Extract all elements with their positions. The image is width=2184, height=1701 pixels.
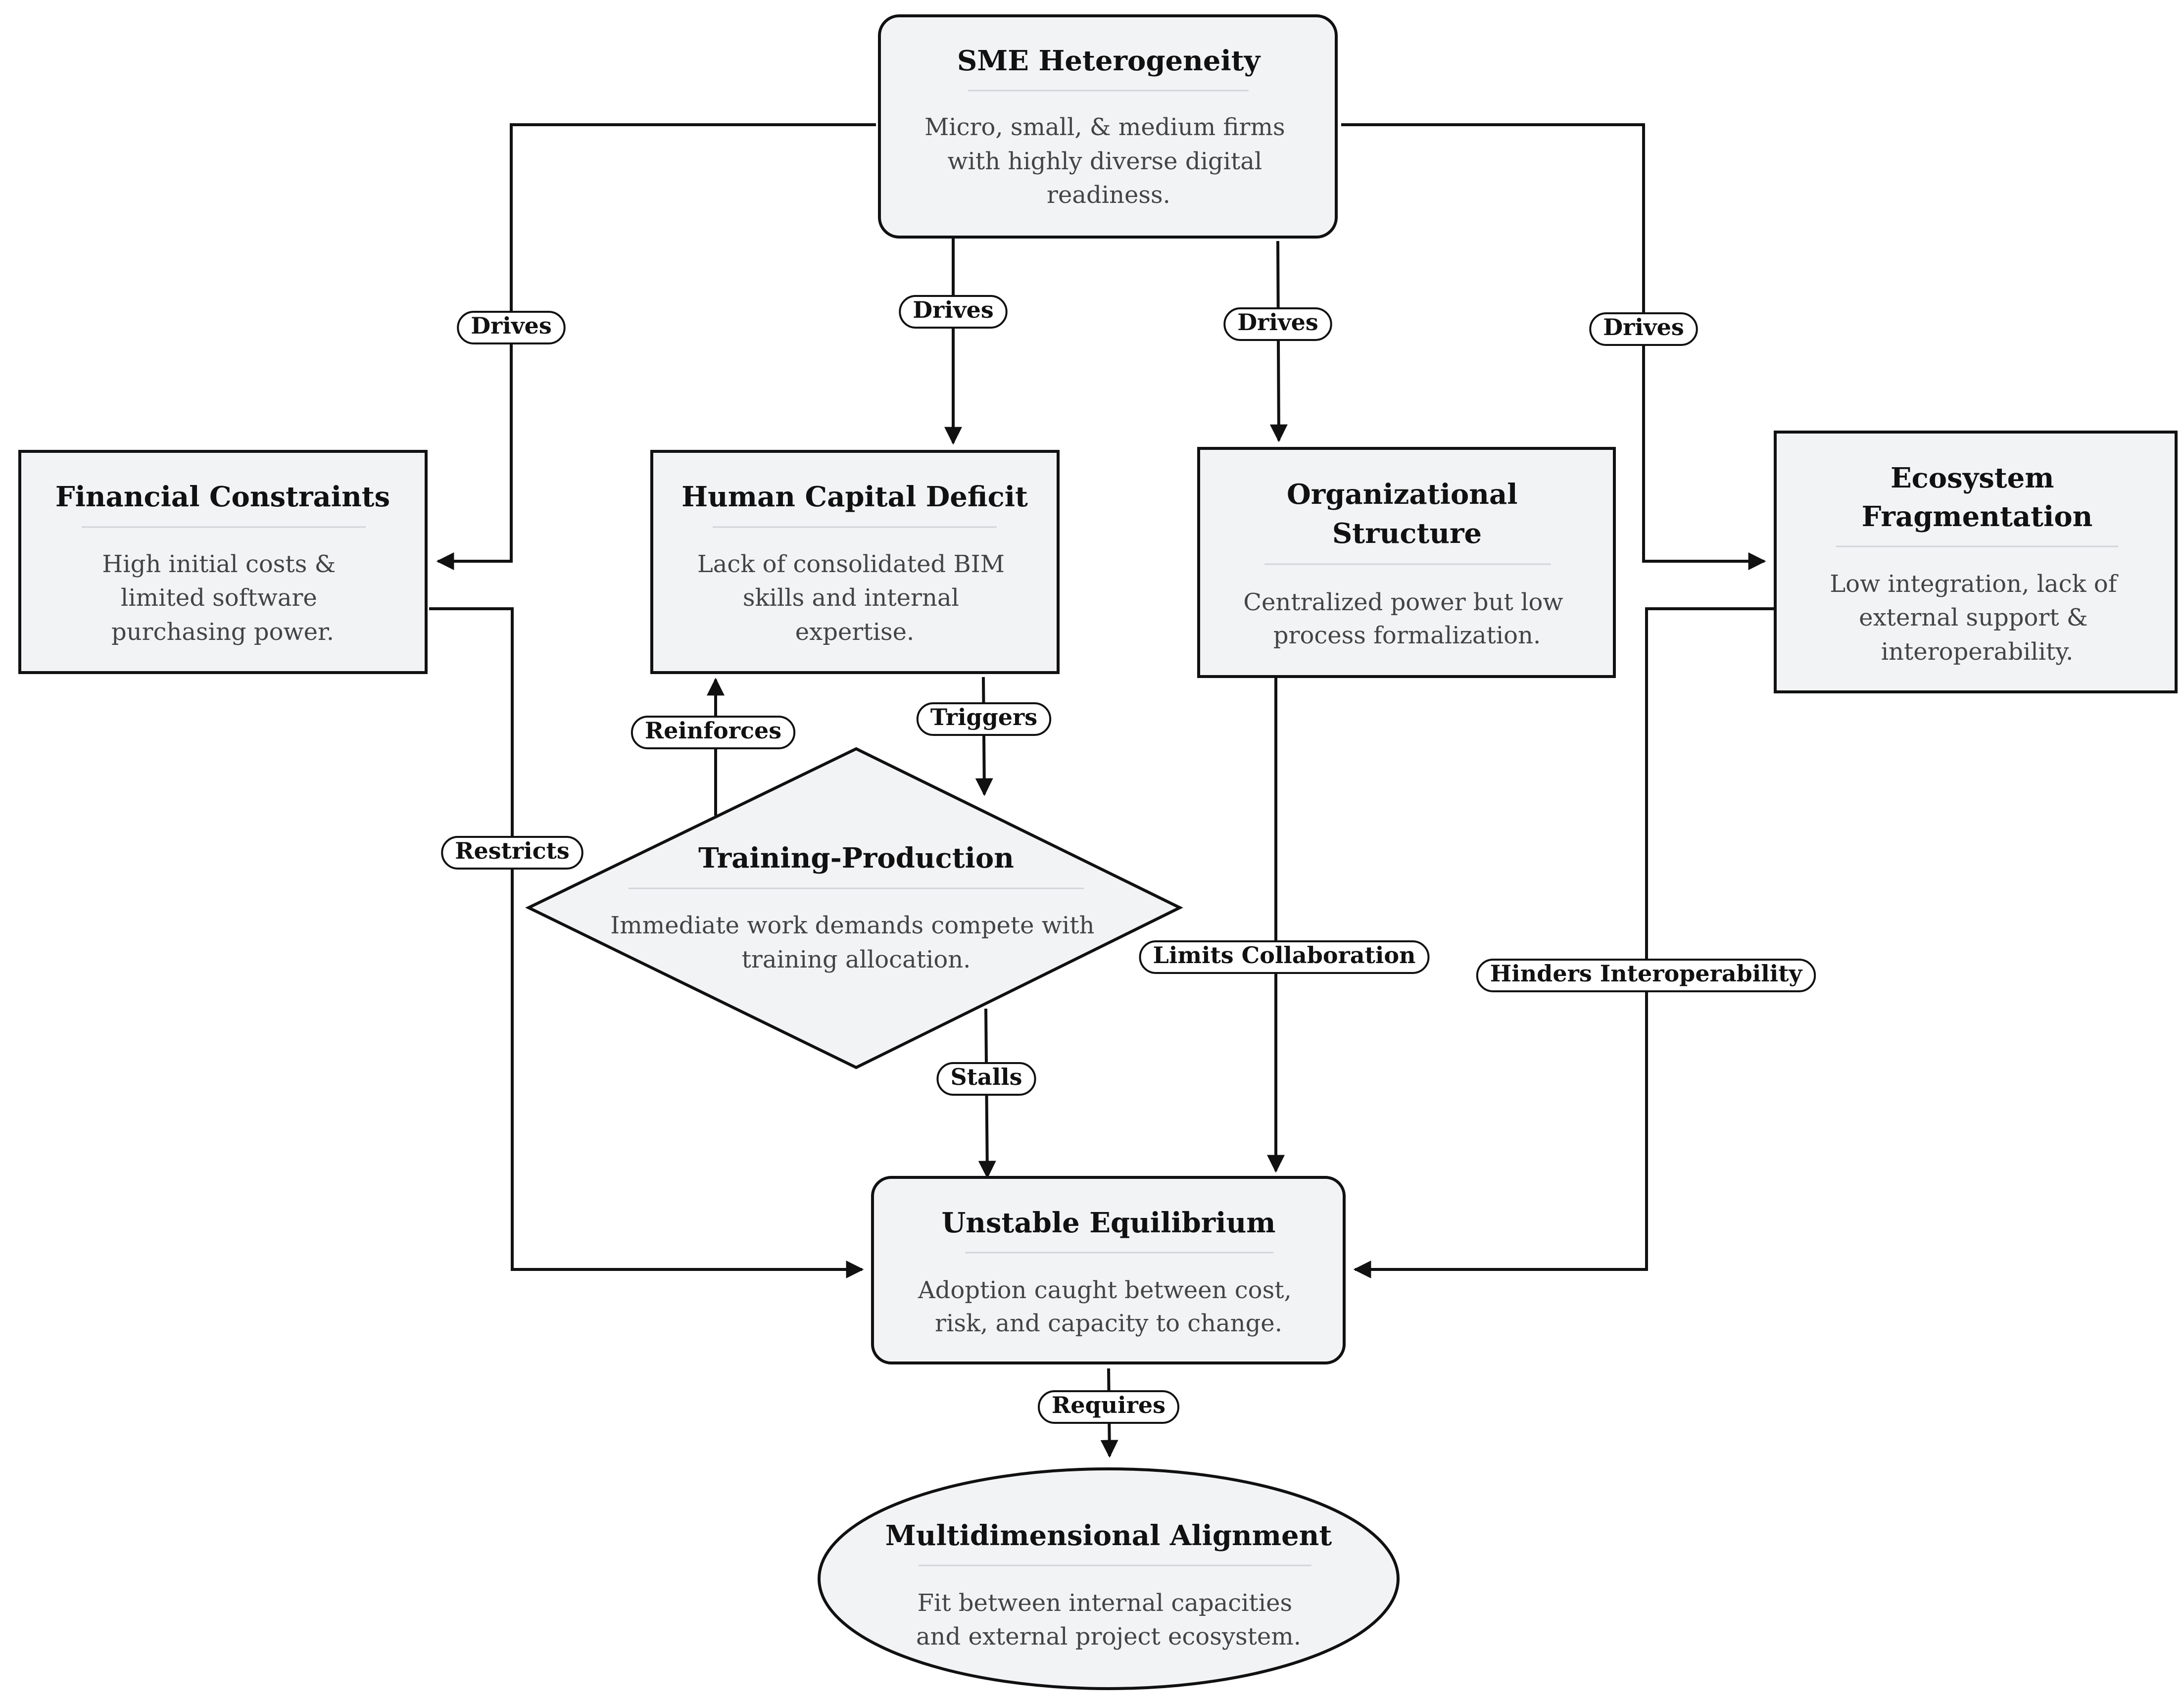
eco-desc-line: external support & <box>1859 604 2087 632</box>
human-title-line: Human Capital Deficit <box>681 481 1028 513</box>
training-title: Training-Production <box>698 842 1014 875</box>
align-desc: Fit between internal capacities and exte… <box>916 1589 1301 1651</box>
node-human-capital-deficit <box>650 450 1060 674</box>
eco-title-line: Ecosystem <box>1891 462 2054 494</box>
edge-label-drives-eco: Drives <box>1589 312 1698 346</box>
edge-label-drives-financial: Drives <box>457 311 566 344</box>
sme-title-line: SME Heterogeneity <box>957 45 1261 77</box>
edge-label-restricts: Restricts <box>441 836 583 870</box>
edge-label-pill <box>916 702 1052 736</box>
edge-restricts <box>429 607 864 1278</box>
edge-label-text: Drives <box>1237 309 1318 336</box>
financial-title-line: Financial Constraints <box>55 481 390 513</box>
edge-label-text: Stalls <box>950 1064 1022 1090</box>
sme-desc-line: readiness. <box>1047 181 1170 209</box>
sme-desc: Micro, small, & medium firms with highly… <box>924 113 1293 209</box>
human-title: Human Capital Deficit <box>681 481 1028 513</box>
unstable-title: Unstable Equilibrium <box>941 1207 1275 1239</box>
org-desc-line: Centralized power but low <box>1243 588 1563 616</box>
edge-hinders <box>1353 607 1775 1278</box>
eco-desc-line: interoperability. <box>1881 638 2074 666</box>
sme-desc-line: with highly diverse digital <box>947 147 1262 175</box>
edge-label-pill <box>441 836 583 870</box>
node-ecosystem-fragmentation <box>1774 431 2178 693</box>
edge-label-pill <box>631 716 796 749</box>
org-title-line: Structure <box>1332 517 1482 550</box>
node-unstable-equilibrium <box>871 1176 1346 1364</box>
financial-title: Financial Constraints <box>55 481 390 513</box>
node-organizational-structure <box>1197 447 1616 678</box>
training-title-line: Training-Production <box>698 842 1014 875</box>
edge-label-text: Drives <box>1603 314 1684 340</box>
sme-title: SME Heterogeneity <box>957 45 1261 77</box>
human-desc-line: skills and internal <box>743 584 959 612</box>
node-multidimensional-alignment <box>818 1467 1400 1690</box>
edge-label-text: Hinders Interoperability <box>1490 960 1803 987</box>
unstable-desc: Adoption caught between cost, risk, and … <box>918 1276 1299 1337</box>
org-title: Organizational Structure <box>1287 478 1527 550</box>
edge-label-text: Reinforces <box>645 717 781 744</box>
align-title: Multidimensional Alignment <box>885 1519 1332 1552</box>
align-desc-line: and external project ecosystem. <box>916 1623 1301 1651</box>
human-desc-line: Lack of consolidated BIM <box>697 550 1005 578</box>
edge-label-stalls: Stalls <box>936 1062 1036 1096</box>
edge-label-pill <box>457 311 566 344</box>
edge-label-hinders-interoperability: Hinders Interoperability <box>1476 959 1816 992</box>
edge-label-pill <box>936 1062 1036 1096</box>
unstable-title-line: Unstable Equilibrium <box>941 1207 1275 1239</box>
edge-label-text: Limits Collaboration <box>1153 942 1416 969</box>
org-title-line: Organizational <box>1287 478 1518 511</box>
edge-label-pill <box>899 295 1008 329</box>
align-desc-line: Fit between internal capacities <box>918 1589 1293 1617</box>
eco-title: Ecosystem Fragmentation <box>1862 462 2093 533</box>
align-title-line: Multidimensional Alignment <box>885 1519 1332 1552</box>
eco-desc: Low integration, lack of external suppor… <box>1830 570 2124 666</box>
node-financial-constraints <box>18 450 428 674</box>
financial-desc-line: High initial costs & <box>102 550 336 578</box>
training-desc-line: training allocation. <box>742 946 971 973</box>
human-desc: Lack of consolidated BIM skills and inte… <box>697 550 1012 646</box>
financial-desc-line: purchasing power. <box>111 618 334 646</box>
edge-label-triggers: Triggers <box>916 702 1052 736</box>
eco-desc-line: Low integration, lack of <box>1830 570 2118 598</box>
unstable-desc-line: Adoption caught between cost, <box>918 1276 1292 1304</box>
edge-label-text: Requires <box>1052 1392 1165 1418</box>
edge-label-pill <box>1589 312 1698 346</box>
edge-label-pill <box>1223 307 1332 341</box>
training-desc-line: Immediate work demands compete with <box>610 912 1094 939</box>
node-sme-heterogeneity <box>878 14 1338 239</box>
edge-label-reinforces: Reinforces <box>631 716 796 749</box>
edge-label-pill <box>1476 959 1816 992</box>
edge-label-drives-org: Drives <box>1223 307 1332 341</box>
sme-desc-line: Micro, small, & medium firms <box>924 113 1285 141</box>
org-desc-line: process formalization. <box>1273 622 1541 649</box>
edge-label-pill <box>1038 1390 1179 1424</box>
human-desc-line: expertise. <box>795 618 915 646</box>
edge-label-text: Drives <box>913 296 994 323</box>
edge-label-requires: Requires <box>1038 1390 1179 1424</box>
org-desc: Centralized power but low process formal… <box>1243 588 1570 649</box>
node-training-production <box>525 747 1183 1069</box>
training-desc: Immediate work demands compete with trai… <box>610 912 1102 973</box>
edge-label-text: Triggers <box>930 704 1037 730</box>
edge-label-text: Restricts <box>455 837 570 864</box>
edge-label-pill <box>1139 940 1430 974</box>
eco-title-line: Fragmentation <box>1862 500 2093 533</box>
financial-desc-line: limited software <box>121 584 317 612</box>
unstable-desc-line: risk, and capacity to change. <box>935 1310 1282 1337</box>
edge-label-drives-human: Drives <box>899 295 1008 329</box>
financial-desc: High initial costs & limited software pu… <box>102 550 343 646</box>
edge-label-text: Drives <box>471 312 552 339</box>
edge-label-limits-collaboration: Limits Collaboration <box>1139 940 1430 974</box>
